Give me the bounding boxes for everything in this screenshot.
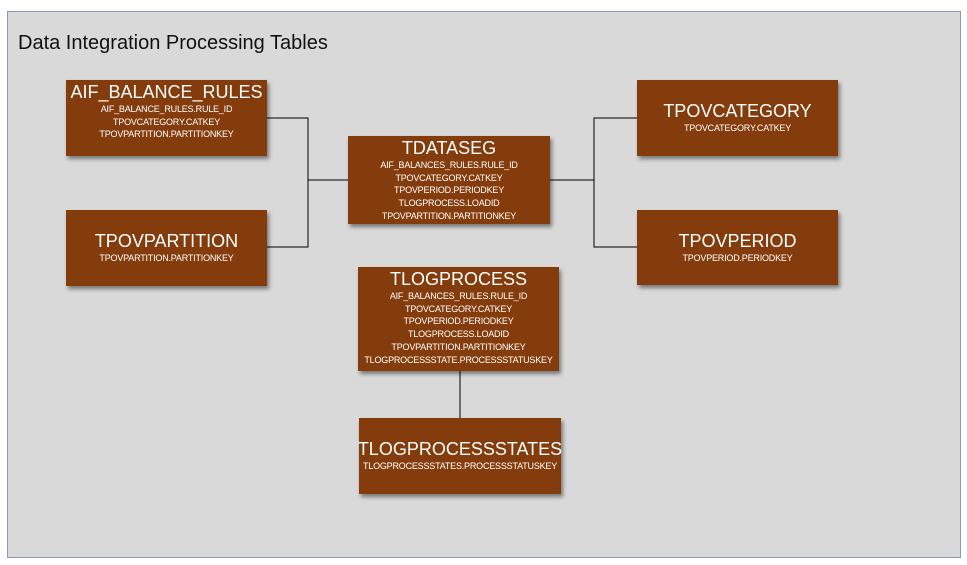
table-field: TPOVCATEGORY.CATKEY	[683, 123, 792, 134]
connector-aif-to-tdataseg	[267, 117, 348, 181]
table-tpovperiod[interactable]: TPOVPERIOD TPOVPERIOD.PERIODKEY	[637, 210, 838, 285]
table-tlogprocess[interactable]: TLOGPROCESS AIF_BALANCES_RULES.RULE_ID T…	[358, 267, 559, 371]
table-tpovcategory[interactable]: TPOVCATEGORY TPOVCATEGORY.CATKEY	[637, 80, 838, 156]
table-name: TPOVPERIOD	[678, 230, 797, 251]
table-field: TPOVCATEGORY.CATKEY	[112, 116, 221, 127]
connector-tdataseg-to-tpovcategory	[550, 117, 637, 181]
table-fields: AIF_BALANCES_RULES.RULE_ID TPOVCATEGORY.…	[380, 159, 518, 223]
table-tdataseg[interactable]: TDATASEG AIF_BALANCES_RULES.RULE_ID TPOV…	[348, 136, 550, 224]
table-field: AIF_BALANCES_RULES.RULE_ID	[389, 291, 528, 301]
table-name: TPOVPARTITION	[94, 231, 239, 252]
table-field: TPOVCATEGORY.CATKEY	[395, 172, 503, 183]
connector-tpovpartition-to-tdataseg	[267, 180, 309, 248]
diagram-title: Data Integration Processing Tables	[18, 32, 328, 54]
table-field: AIF_BALANCES_RULES.RULE_ID	[380, 160, 518, 170]
table-field: TPOVPERIOD.PERIODKEY	[393, 185, 504, 196]
table-field: TPOVPERIOD.PERIODKEY	[403, 316, 514, 327]
table-tpovpartition[interactable]: TPOVPARTITION TPOVPARTITION.PARTITIONKEY	[66, 210, 267, 286]
table-fields: TPOVPARTITION.PARTITIONKEY	[99, 252, 233, 265]
table-field: TPOVPARTITION.PARTITIONKEY	[99, 253, 234, 264]
table-field: TLOGPROCESS.LOADID	[408, 329, 509, 340]
table-field: AIF_BALANCE_RULES.RULE_ID	[100, 104, 233, 114]
table-name: TPOVCATEGORY	[663, 101, 812, 122]
table-aif-balance-rules[interactable]: AIF_BALANCE_RULES AIF_BALANCE_RULES.RULE…	[66, 80, 267, 156]
table-field: TPOVPERIOD.PERIODKEY	[682, 252, 793, 263]
table-fields: AIF_BALANCE_RULES.RULE_ID TPOVCATEGORY.C…	[99, 103, 233, 141]
table-name: TDATASEG	[401, 138, 497, 158]
table-field: TLOGPROCESSSTATES.PROCESSSTATUSKEY	[362, 461, 558, 472]
table-tlogprocessstates[interactable]: TLOGPROCESSSTATES TLOGPROCESSSTATES.PROC…	[357, 418, 563, 494]
table-field: TPOVPARTITION.PARTITIONKEY	[99, 129, 234, 140]
table-fields: TLOGPROCESSSTATES.PROCESSSTATUSKEY	[363, 460, 557, 473]
table-field: TPOVPARTITION.PARTITIONKEY	[381, 210, 517, 221]
table-field: TPOVPARTITION.PARTITIONKEY	[391, 341, 526, 352]
connector-tdataseg-to-tpovperiod	[593, 180, 637, 248]
table-field: TLOGPROCESSSTATE.PROCESSSTATUSKEY	[364, 354, 553, 365]
table-field: TLOGPROCESS.LOADID	[398, 198, 500, 209]
table-fields: TPOVPERIOD.PERIODKEY	[682, 252, 792, 265]
table-field: TPOVCATEGORY.CATKEY	[404, 303, 513, 314]
table-name: TLOGPROCESS	[389, 269, 528, 289]
table-name: AIF_BALANCE_RULES	[70, 82, 263, 102]
table-name: TLOGPROCESSSTATES	[357, 439, 563, 460]
table-fields: AIF_BALANCES_RULES.RULE_ID TPOVCATEGORY.…	[364, 290, 552, 366]
table-fields: TPOVCATEGORY.CATKEY	[684, 122, 791, 135]
